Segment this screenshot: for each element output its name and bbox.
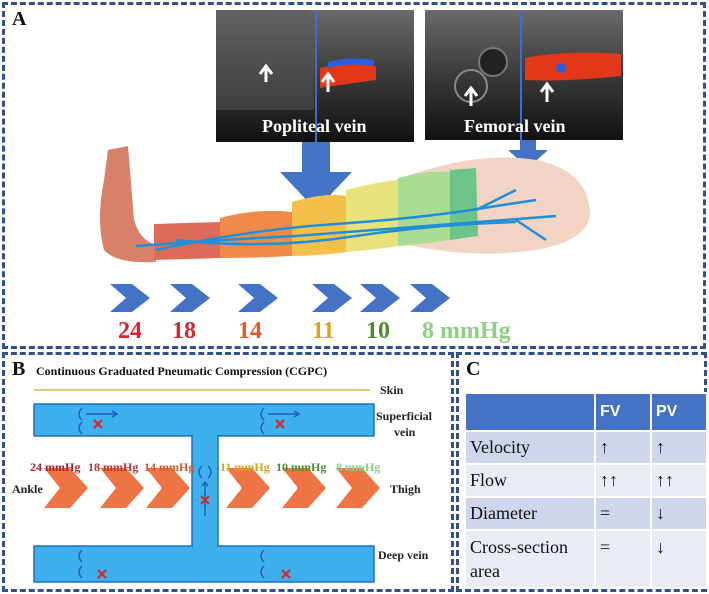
popliteal-ultrasound-graphic [216, 10, 414, 142]
table-header-cell: FV [594, 392, 652, 432]
pressure-label-14: 14 [238, 318, 262, 344]
pressure-label-10: 10 [366, 318, 390, 344]
b-pressure-18: 18 mmHg [88, 460, 139, 474]
table-header-cell: PV [650, 392, 708, 432]
skin-label: Skin [380, 383, 404, 397]
pressure-label-11: 11 [312, 318, 335, 344]
table-cell: Velocity [464, 430, 596, 465]
popliteal-vein-caption: Popliteal vein [262, 116, 367, 136]
chevron-icon [312, 284, 352, 312]
leg-illustration [100, 146, 591, 263]
thigh-label: Thigh [390, 482, 421, 496]
chevron-icon [110, 284, 150, 312]
compression-chevron-icon [146, 468, 190, 508]
chevron-icon [410, 284, 450, 312]
table-header-row: FV PV [464, 392, 708, 432]
femoral-down-arrow-icon [508, 140, 548, 168]
b-pressure-11: 11 mmHg [220, 460, 270, 474]
b-pressure-24: 24 mmHg [30, 460, 81, 474]
femoral-ultrasound-image [425, 10, 623, 140]
b-pressure-10: 10 mmHg [276, 460, 327, 474]
chevron-icon [238, 284, 278, 312]
table-cell: ↓ [650, 529, 708, 589]
panel-b-label: B [12, 358, 26, 380]
compression-chevron-icon [336, 468, 380, 508]
popliteal-ultrasound-image [216, 10, 414, 142]
table-cell: Diameter [464, 496, 596, 531]
deep-vein-shape [33, 545, 375, 583]
cgpc-title: Continuous Graduated Pneumatic Compressi… [36, 364, 328, 378]
superficial-vein-shape [33, 403, 375, 437]
chevron-icon [360, 284, 400, 312]
superficial-vein-label-line2: vein [394, 425, 416, 439]
compression-chevron-icon [100, 468, 144, 508]
table-cell: ↑↑ [594, 463, 652, 498]
table-cell: ↑ [594, 430, 652, 465]
panel-b [2, 352, 454, 592]
table-cell: ↑ [650, 430, 708, 465]
pressure-label-8: 8 mmHg [422, 318, 511, 344]
chevron-icon [170, 284, 210, 312]
table-cell: = [594, 496, 652, 531]
pressure-chevron-row [110, 284, 450, 312]
table-cell: Flow [464, 463, 596, 498]
table-cell: ↑↑ [650, 463, 708, 498]
table-row: Velocity ↑ ↑ [464, 430, 708, 465]
pressure-label-24: 24 [118, 318, 142, 344]
panel-a [2, 2, 706, 349]
deep-vein-label: Deep vein [378, 548, 429, 562]
table-cell: Cross-section area [464, 529, 596, 589]
femoral-vein-caption: Femoral vein [464, 116, 566, 136]
cgpc-diagram [33, 389, 380, 583]
table-row: Cross-section area = ↓ [464, 529, 708, 589]
compression-chevron-icon [44, 468, 88, 508]
table-row: Flow ↑↑ ↑↑ [464, 463, 708, 498]
compression-chevron-icon [282, 468, 326, 508]
table-cell: ↓ [650, 496, 708, 531]
ankle-label: Ankle [12, 482, 43, 496]
femoral-ultrasound-graphic [425, 10, 623, 140]
b-pressure-8: 8 mmHg [336, 460, 381, 474]
superficial-vein-label-line1: Superficial [376, 409, 432, 423]
compression-chevron-icon [226, 468, 270, 508]
b-pressure-14: 14 mmHg [144, 460, 195, 474]
pressure-label-18: 18 [172, 318, 196, 344]
popliteal-down-arrow-icon [280, 142, 352, 210]
table-cell: = [594, 529, 652, 589]
comparison-table: FV PV Velocity ↑ ↑ Flow ↑↑ ↑↑ Diameter =… [464, 392, 708, 589]
table-row: Diameter = ↓ [464, 496, 708, 531]
table-header-cell [464, 392, 596, 432]
panel-a-label: A [12, 8, 27, 30]
panel-c-label: C [466, 358, 481, 380]
